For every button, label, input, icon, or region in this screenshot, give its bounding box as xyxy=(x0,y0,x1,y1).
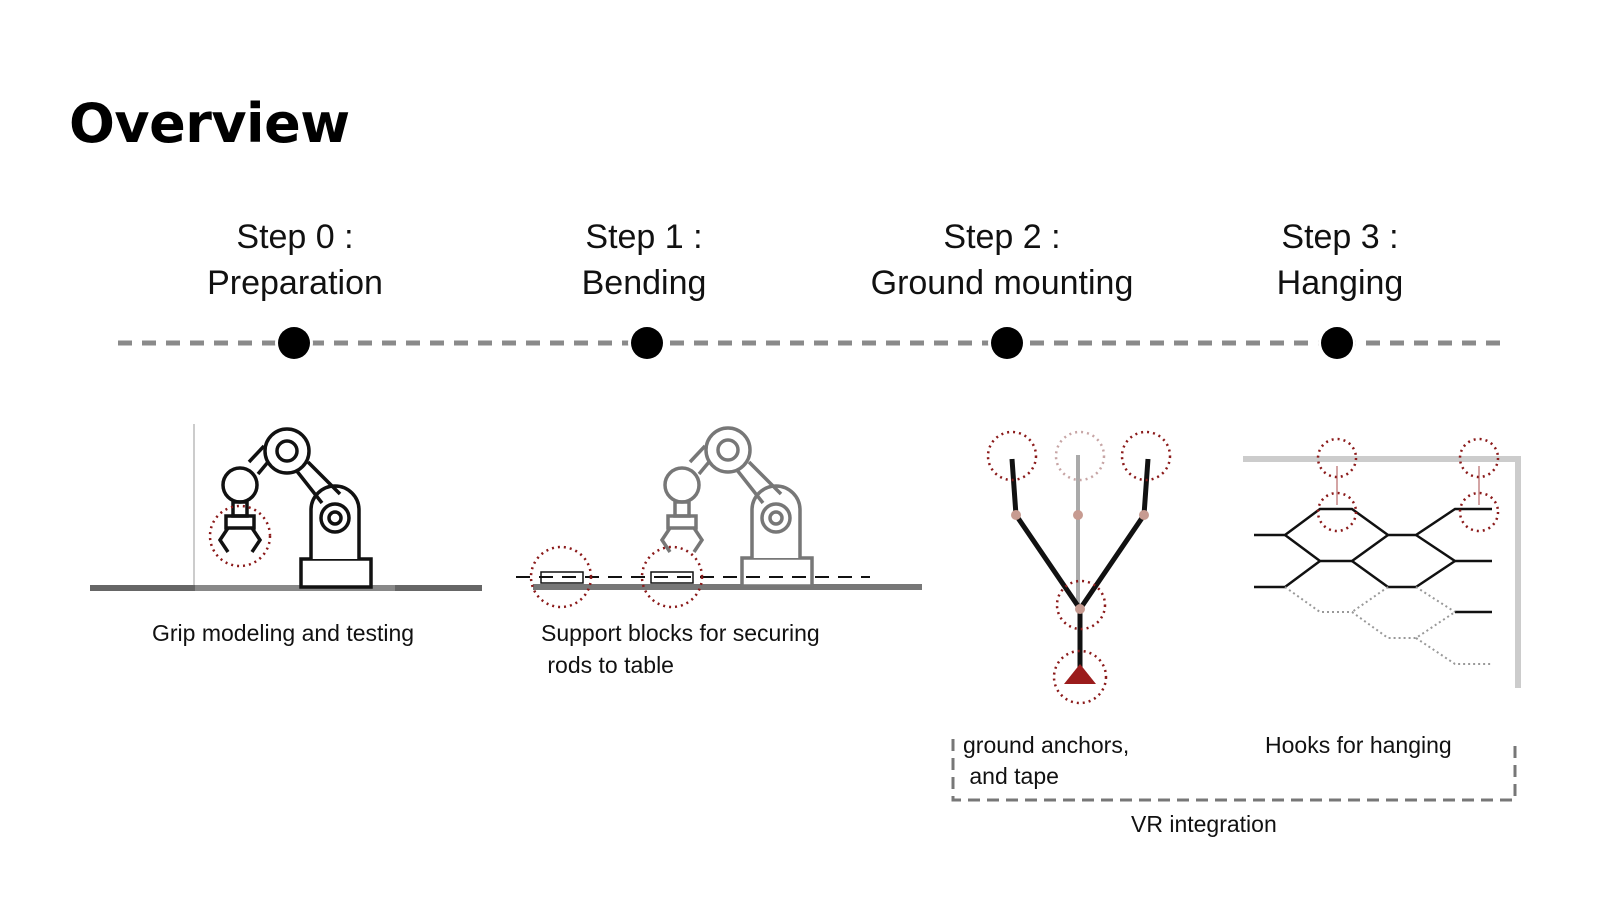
ground-caption-line1: ground anchors, xyxy=(963,732,1130,758)
step-3-name: Hanging xyxy=(1276,264,1404,302)
step-2-heading: Step 2 : xyxy=(943,218,1061,256)
gripper-highlight xyxy=(208,504,272,568)
step-3-label: Step 3 : Hanging xyxy=(1277,214,1404,306)
support-block-left xyxy=(540,571,584,584)
robot-arm-icon xyxy=(90,424,482,591)
timeline-dots xyxy=(275,324,1356,362)
ground-caption-line2: and tape xyxy=(963,763,1059,789)
step-1-dot xyxy=(631,327,663,359)
step-1-heading: Step 1 : xyxy=(585,218,703,256)
ground-anchor-highlights xyxy=(986,430,1172,705)
support-caption-line2: rods to table xyxy=(541,652,674,678)
support-highlight-left xyxy=(529,545,593,609)
step-0-name: Preparation xyxy=(207,264,383,302)
step-2-name: Ground mounting xyxy=(870,264,1134,302)
page-title: Overview xyxy=(69,92,350,155)
support-caption-line1: Support blocks for securing xyxy=(541,620,820,646)
vr-integration-bracket xyxy=(951,739,1517,802)
step-1-label: Step 1 : Bending xyxy=(582,214,707,306)
hooks-caption: Hooks for hanging xyxy=(1265,732,1452,758)
ground-mount-icon xyxy=(1009,455,1151,684)
vr-integration-label: VR integration xyxy=(1131,811,1277,837)
bending-robot-icon xyxy=(533,426,922,590)
hook-highlights xyxy=(1316,437,1500,533)
grip-caption: Grip modeling and testing xyxy=(152,620,415,646)
support-highlight-right xyxy=(640,545,704,609)
step-0-heading: Step 0 : xyxy=(236,218,354,256)
step-3-dot xyxy=(1321,327,1353,359)
step-3-heading: Step 3 : xyxy=(1281,218,1399,256)
hanging-net-icon xyxy=(1243,456,1521,688)
step-0-label: Step 0 : Preparation xyxy=(207,214,383,306)
step-2-dot xyxy=(991,327,1023,359)
step-1-name: Bending xyxy=(581,264,707,302)
support-block-right xyxy=(650,571,694,584)
step-2-label: Step 2 : Ground mounting xyxy=(871,214,1134,306)
step-0-dot xyxy=(278,327,310,359)
